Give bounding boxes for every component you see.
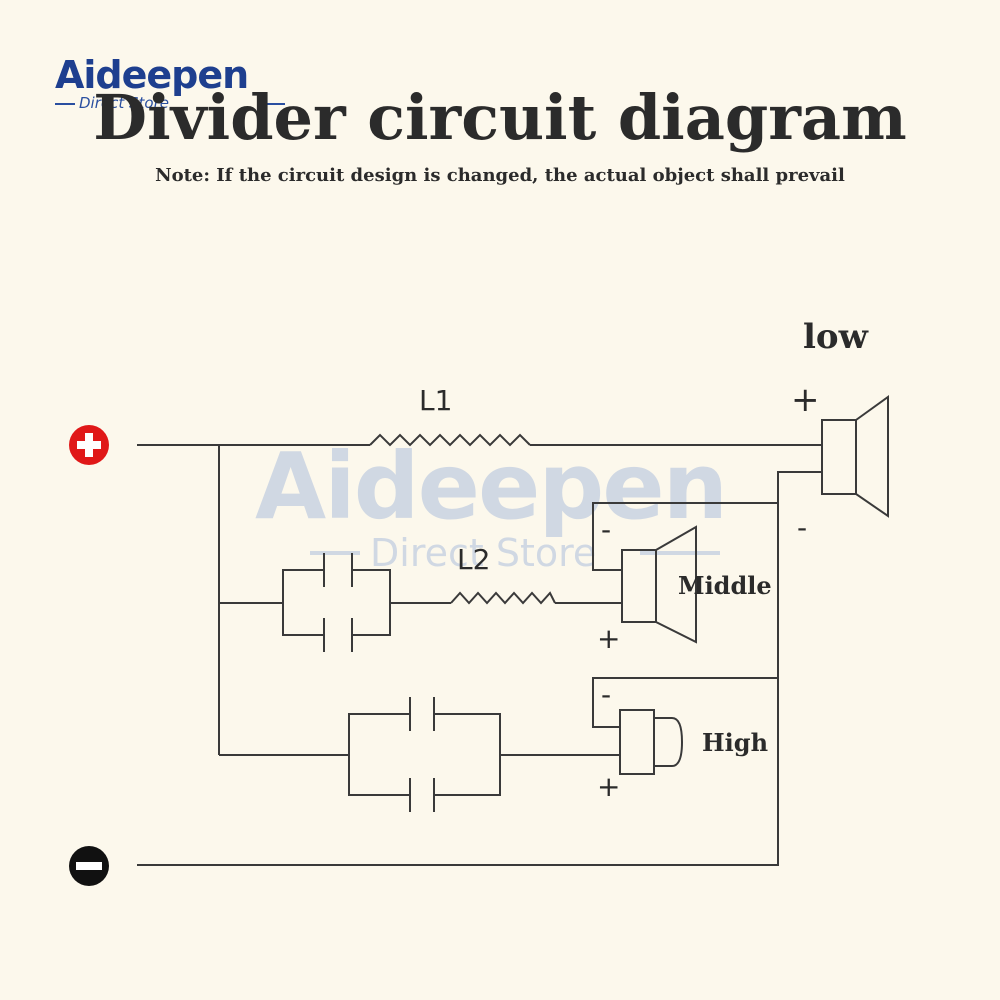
logo-dash-right xyxy=(265,103,285,105)
plus-circle-icon xyxy=(69,425,109,465)
store-logo: Aideepen Direct Store xyxy=(55,55,285,125)
logo-wordmark: Aideepen xyxy=(55,53,249,97)
middle-plus-sign: + xyxy=(597,622,620,655)
wire-middle-negative xyxy=(592,502,778,571)
watermark: Aideepen Direct Store xyxy=(255,433,728,575)
wire-high-negative xyxy=(592,677,778,728)
speaker-icon xyxy=(621,525,697,644)
capacitor-middle-bank-right xyxy=(352,569,391,636)
minus-circle-icon xyxy=(69,846,109,886)
middle-minus-sign: - xyxy=(601,513,611,546)
watermark-subtitle: Direct Store xyxy=(370,531,596,575)
tweeter-icon xyxy=(619,709,684,775)
label-l1: L1 xyxy=(419,384,452,417)
label-l2: L2 xyxy=(457,543,490,576)
wire-low-negative xyxy=(137,471,822,866)
low-plus-sign: + xyxy=(791,380,820,420)
page-title: Divider circuit diagram xyxy=(93,81,907,154)
logo-dash-left xyxy=(55,103,75,105)
high-plus-sign: + xyxy=(597,770,620,803)
label-low: low xyxy=(803,317,869,357)
capacitor-high-bank-right xyxy=(434,713,501,796)
capacitor-middle-bank-left xyxy=(282,569,324,636)
capacitor-high-bank-left xyxy=(348,713,410,796)
page-note: Note: If the circuit design is changed, … xyxy=(155,165,845,186)
label-high: High xyxy=(702,728,768,757)
logo-subtitle: Direct Store xyxy=(79,94,169,112)
inductor-l1-coil xyxy=(369,433,531,447)
inductor-l2-coil xyxy=(450,591,556,605)
label-middle: Middle xyxy=(678,571,772,600)
speaker-icon xyxy=(821,395,889,518)
low-minus-sign: - xyxy=(797,511,807,544)
high-minus-sign: - xyxy=(601,678,611,711)
watermark-wordmark: Aideepen xyxy=(255,433,726,540)
